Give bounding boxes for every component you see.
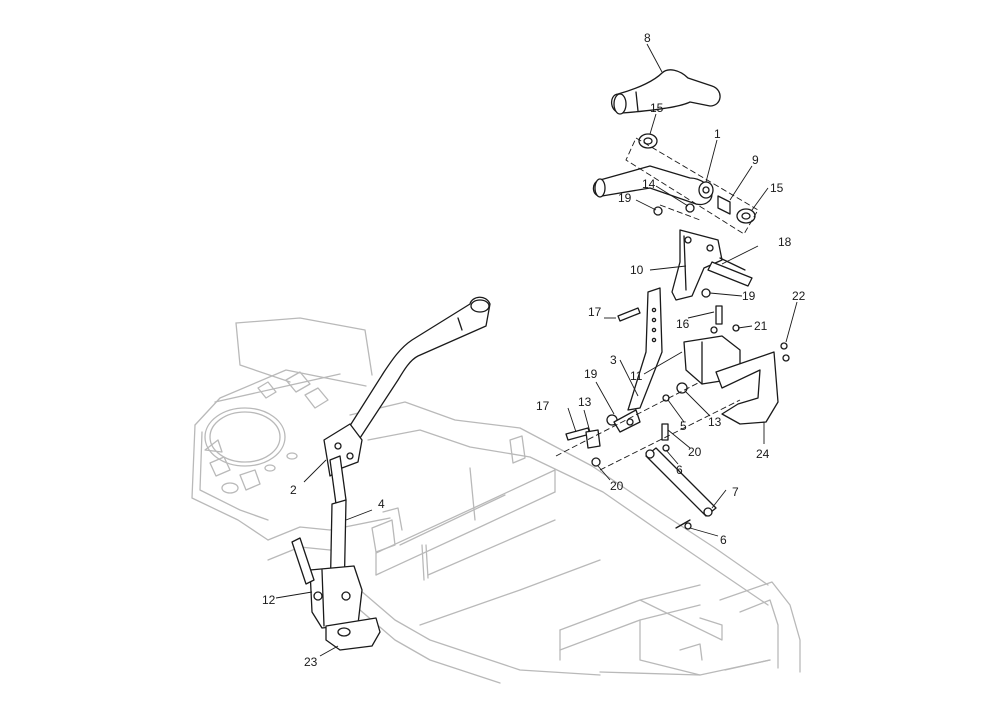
callout-labels: 8 15 1 9 15 14 19 18 10 19 17 16 21 22 3… [262,31,806,669]
callout-8: 8 [644,31,651,45]
callout-2: 2 [290,483,297,497]
callout-20-right: 20 [688,445,702,459]
part-20-cotter [591,457,601,467]
part-19-nut-top [653,206,663,216]
part-16-pin [715,305,723,325]
callout-15-right: 15 [770,181,784,195]
callout-12: 12 [262,593,276,607]
part-22-fastener-a [780,342,788,350]
part-6-clip-top [662,444,670,452]
callout-16: 16 [676,317,690,331]
callout-4: 4 [378,497,385,511]
callout-19-mid: 19 [742,289,756,303]
callout-17-top: 17 [588,305,602,319]
callout-23: 23 [304,655,318,669]
callout-19-top: 19 [618,191,632,205]
part-3-slotted-arm [627,287,663,411]
callout-13-left: 13 [578,395,592,409]
callout-11: 11 [630,369,643,383]
spring [291,537,315,585]
callout-22: 22 [792,289,806,303]
callout-13-right: 13 [708,415,722,429]
callout-15-top: 15 [650,101,664,115]
callout-3: 3 [610,353,617,367]
part-9-bushing [717,195,731,215]
part-24-bracket [715,351,779,425]
callout-6-top: 6 [676,463,683,477]
part-13-spacer-right [676,382,688,394]
callout-19-low: 19 [584,367,598,381]
part-6-clip-bottom [684,522,692,530]
callout-10: 10 [630,263,644,277]
part-20-pin [661,423,669,441]
installed-lever-assembly [291,296,491,651]
part-1-handle [592,165,713,206]
callout-20-left: 20 [610,479,624,493]
callout-14: 14 [642,177,656,191]
part-22-fastener-b [782,354,790,362]
installed-handle [345,296,491,439]
callout-18: 18 [778,235,792,249]
callout-1: 1 [714,127,721,141]
callout-5: 5 [680,419,687,433]
part-8-grip [611,69,721,114]
callout-9: 9 [752,153,759,167]
callout-21: 21 [754,319,768,333]
part-23-bracket [325,617,381,651]
right-lever-assembly [555,69,790,530]
callout-6-bottom: 6 [720,533,727,547]
part-13-spacer [585,429,601,449]
callout-7: 7 [732,485,739,499]
part-18-pin [707,261,753,287]
part-19-nut-mid [701,288,711,298]
leader-lines [275,43,798,657]
part-17-bolt-top [617,307,641,322]
part-7-rod [645,447,717,517]
mower-frame [191,317,801,684]
callout-24: 24 [756,447,770,461]
installed-lever-plate [323,423,363,477]
callout-17-low: 17 [536,399,550,413]
